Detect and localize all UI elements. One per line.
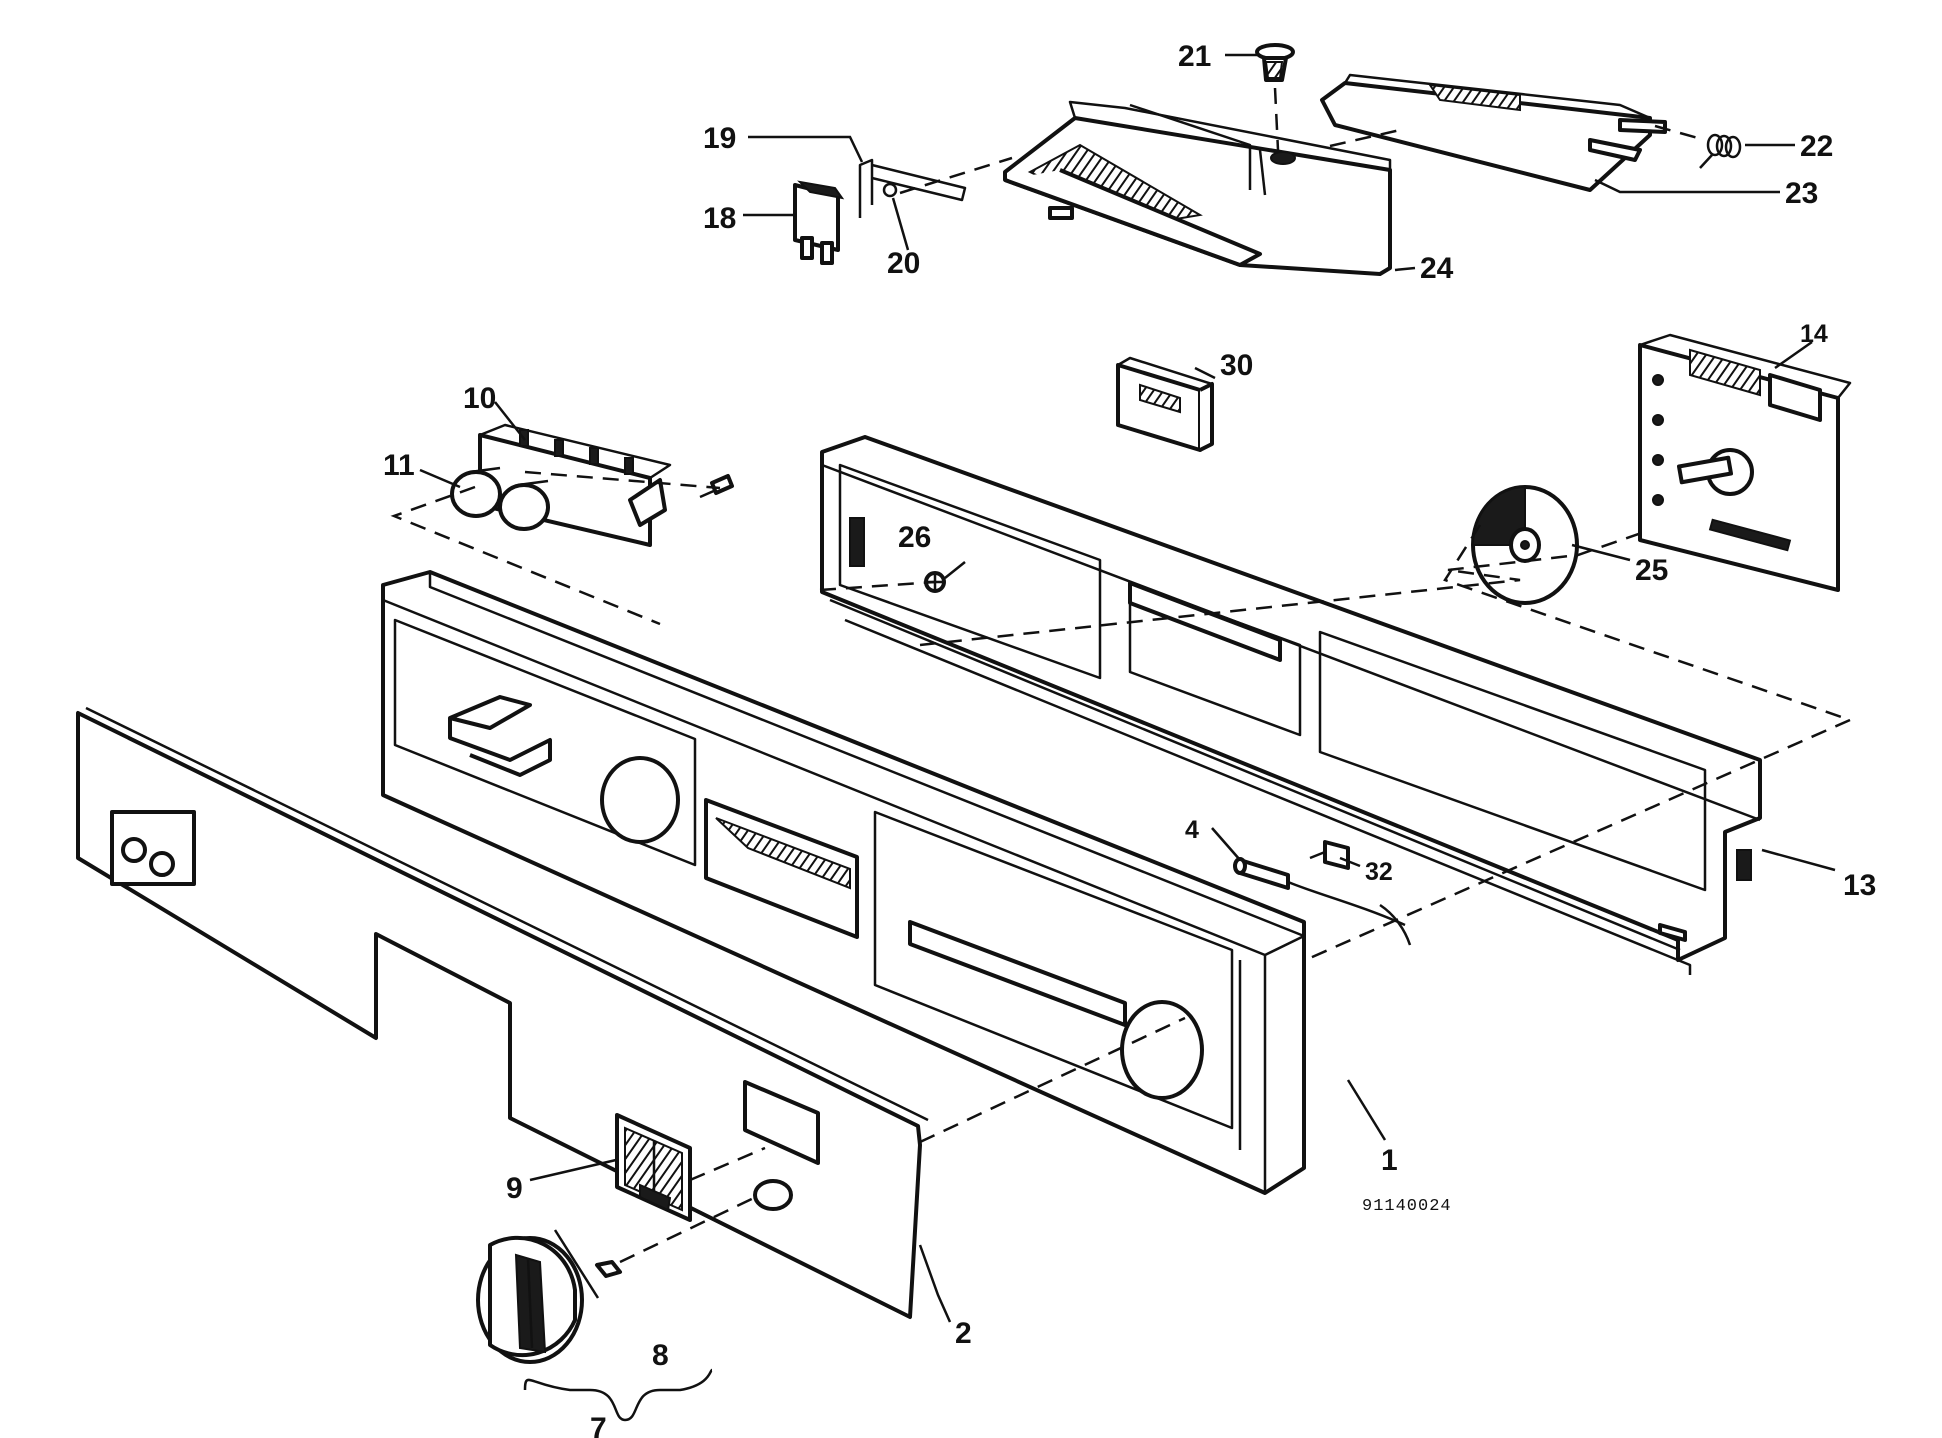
lever-bracket [858,158,967,218]
facia-hole-right [149,851,175,877]
label-part-25: 25 [1635,554,1668,587]
sensor-bracket [1309,840,1350,870]
dispenser-lid [1320,73,1667,192]
label-part-8: 8 [652,1339,669,1372]
knob-insert [595,1260,622,1278]
timer-programmer [1638,333,1852,592]
dispenser-cap [1255,43,1295,82]
drawing-reference-code: 91140024 [1362,1197,1452,1216]
push-button-right [498,479,550,531]
facia-switch-cutout [743,1080,820,1165]
label-part-7: 7 [590,1412,607,1438]
label-part-30: 30 [1220,349,1253,382]
push-button-left [450,466,502,518]
assembly-guide-lines [390,87,1851,1264]
rear-chassis-frame [820,435,1762,975]
control-panel-body [381,570,1306,1195]
microswitch [793,180,845,265]
label-part-22: 22 [1800,130,1833,163]
thermal-sensor [1233,857,1412,946]
control-knob [476,1235,584,1364]
timer-dial [1471,485,1579,605]
label-part-32: 32 [1365,858,1393,886]
label-part-1: 1 [1381,1144,1398,1177]
label-part-2: 2 [955,1317,972,1350]
part-labels: 1 2 4 7 8 9 10 11 13 14 18 19 20 21 22 2… [383,40,1876,1438]
washer [882,182,898,198]
label-part-13: 13 [1843,869,1876,902]
label-part-23: 23 [1785,177,1818,210]
facia-hole-left [121,837,147,863]
switch-cover [615,1113,692,1222]
label-part-14: 14 [1800,320,1828,348]
connector-block [1116,356,1214,452]
label-part-9: 9 [506,1172,523,1205]
leader-lines [419,53,1836,1422]
dispenser-housing [1003,100,1392,276]
label-part-24: 24 [1420,252,1454,285]
label-part-18: 18 [703,202,736,235]
label-part-11: 11 [383,449,415,482]
facia-knob-hole [753,1179,793,1211]
spring [1699,133,1742,169]
label-part-19: 19 [703,122,736,155]
label-part-20: 20 [887,247,920,280]
label-part-26: 26 [898,521,931,554]
label-part-21: 21 [1178,40,1211,73]
switch-block [478,423,672,547]
label-part-4: 4 [1185,816,1199,844]
front-facia-panel [76,706,929,1319]
label-part-10: 10 [463,382,496,415]
